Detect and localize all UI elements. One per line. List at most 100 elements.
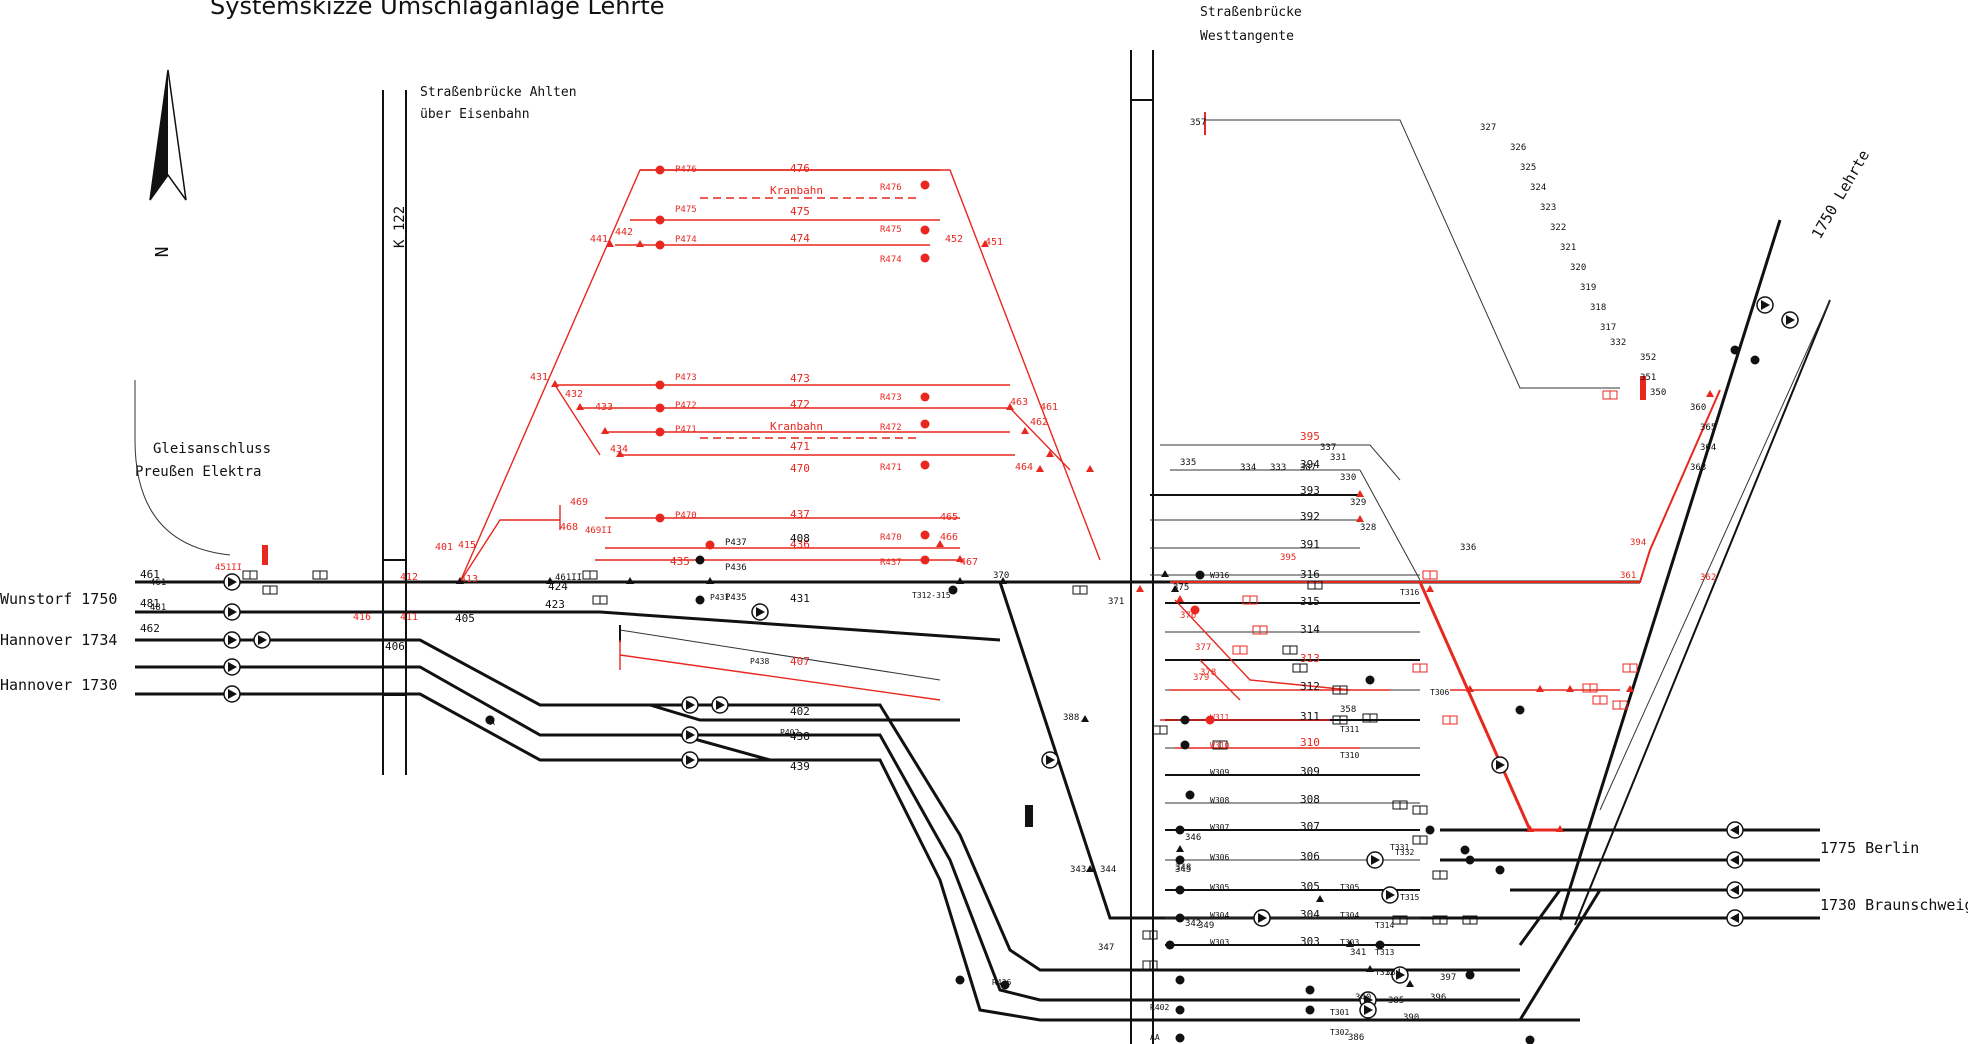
signal-symbol-red-diag-arrow	[1496, 760, 1505, 770]
center-signal-label: T303	[1340, 938, 1359, 947]
center-signal-label: T316	[1400, 588, 1419, 597]
center-switch-number: 357	[1190, 118, 1206, 128]
red-signal-box-4-a	[1612, 700, 1621, 710]
signal-right-label: R475	[880, 225, 902, 235]
center-signal-label: W305	[1210, 883, 1229, 892]
center-switch-number: 344	[1100, 865, 1116, 875]
black-signal-dot-26	[1365, 675, 1375, 685]
red-switch-18	[1536, 685, 1544, 692]
red-track-number: 476	[790, 162, 810, 175]
red-switch-number: 434	[610, 444, 628, 455]
center-signal-label: T304	[1340, 911, 1359, 920]
black-signal-box-7-a	[1142, 930, 1151, 940]
red-signal-box-6-a	[1442, 715, 1451, 725]
yard-track-number: 307	[1300, 820, 1320, 833]
black-signal-dot-23	[1750, 355, 1760, 365]
black-switch-12	[1346, 940, 1354, 947]
red-signal-dot-0	[655, 165, 665, 175]
yard-track-number: 308	[1300, 793, 1320, 806]
black-signal-symbol-5-arrow	[258, 635, 267, 645]
siding-curve	[134, 439, 231, 556]
center-switch-number: 360	[1690, 403, 1706, 413]
black-signal-dot-0	[695, 555, 705, 565]
main-track-number: 439	[790, 760, 810, 773]
red-switch-25	[1176, 595, 1184, 602]
center-switch-number: 379	[1193, 673, 1209, 683]
black-signal-box-20-b	[1399, 915, 1408, 925]
red-switch-7	[1006, 403, 1014, 410]
red-signal-box-5-b	[1429, 570, 1438, 580]
misc-signal-label: 461II	[555, 573, 582, 583]
red-switch-number: 441	[590, 234, 608, 245]
main-track-number: 408	[790, 532, 810, 545]
signal-right-label: R473	[880, 393, 902, 403]
center-switch-number: 340	[1355, 993, 1371, 1003]
red-track-407	[619, 654, 941, 701]
red-switch-0	[551, 380, 559, 387]
red-switch-20	[1626, 685, 1634, 692]
black-signal-box-18-a	[1432, 870, 1441, 880]
center-signal-label: R436	[992, 978, 1011, 987]
link-lower	[1518, 889, 1602, 1021]
black-signal-dot-27	[1515, 705, 1525, 715]
red-signal-box-10-b	[1419, 663, 1428, 673]
red-switch-number: 462	[1030, 417, 1048, 428]
red-signal-dot-15	[920, 555, 930, 565]
signal-symbol-right-1-arrow	[1730, 825, 1739, 835]
black-signal-box-17-b	[1419, 805, 1428, 815]
black-switch-13	[1366, 965, 1374, 972]
main-track-number: 481	[140, 597, 160, 610]
black-switch-11	[1316, 895, 1324, 902]
bridge-ahlten-label-2: über Eisenbahn	[420, 107, 530, 122]
red-switch-24	[1136, 585, 1144, 592]
black-signal-dot-21	[1000, 980, 1010, 990]
bridge-ahlten-label-1: Straßenbrücke Ahlten	[420, 85, 577, 100]
center-signal-label: W316	[1210, 571, 1229, 580]
red-link-468	[459, 519, 560, 583]
center-switch-number: 390	[1403, 1013, 1419, 1023]
red-switch-number: 469	[570, 497, 588, 508]
black-signal-dot-16	[1305, 1005, 1315, 1015]
center-switch-number: 394	[1630, 538, 1646, 548]
center-switch-number: 361	[1620, 571, 1636, 581]
black-signal-dot-18	[1465, 970, 1475, 980]
main-lehrte-c	[1599, 299, 1831, 811]
red-track-number: 475	[790, 205, 810, 218]
center-signal-label: T301	[1330, 1008, 1349, 1017]
black-switch-1	[546, 577, 554, 584]
red-switch-11	[936, 540, 944, 547]
main-track-number: 461	[140, 568, 160, 581]
black-signal-dot-29	[1495, 865, 1505, 875]
bridge-west-deck	[1130, 80, 1154, 101]
center-switch-number: 375	[1173, 583, 1189, 593]
center-switch-number: 346	[1185, 833, 1201, 843]
red-switch-23	[1706, 390, 1714, 397]
black-signal-symbol-12-arrow	[1371, 855, 1380, 865]
red-signal-box-8-a	[1622, 663, 1631, 673]
red-diag-342	[1418, 581, 1560, 832]
yard-track-number: 311	[1300, 710, 1320, 723]
red-link-377	[1199, 659, 1241, 701]
center-signal-label: T310	[1340, 751, 1359, 760]
crane-track-label-1: Kranbahn	[770, 184, 823, 197]
north-arrow-letter: N	[152, 247, 173, 258]
black-signal-symbol-7-arrow	[686, 700, 695, 710]
main-track-number: 462	[140, 622, 160, 635]
yard-track-number: 316	[1300, 568, 1320, 581]
black-signal-symbol-3-arrow	[228, 662, 237, 672]
red-signal-dot-3	[655, 380, 665, 390]
red-switch-9	[1046, 450, 1054, 457]
center-switch-number: 377	[1195, 643, 1211, 653]
signal-left-label: P436	[725, 563, 747, 573]
red-track-number: 471	[790, 440, 810, 453]
black-signal-box-1-a	[262, 585, 271, 595]
center-switch-number: 351	[1640, 373, 1656, 383]
black-signal-box-4-a	[592, 595, 601, 605]
signal-right-label: R472	[880, 423, 902, 433]
center-switch-number: 363	[1690, 463, 1706, 473]
diagram-title: Systemskizze Umschlaganlage Lehrte	[210, 0, 665, 20]
black-signal-dot-12	[1175, 975, 1185, 985]
center-switch-number: 350	[1650, 388, 1666, 398]
red-signal-dot-17	[1205, 715, 1215, 725]
center-switch-number: 329	[1350, 498, 1366, 508]
